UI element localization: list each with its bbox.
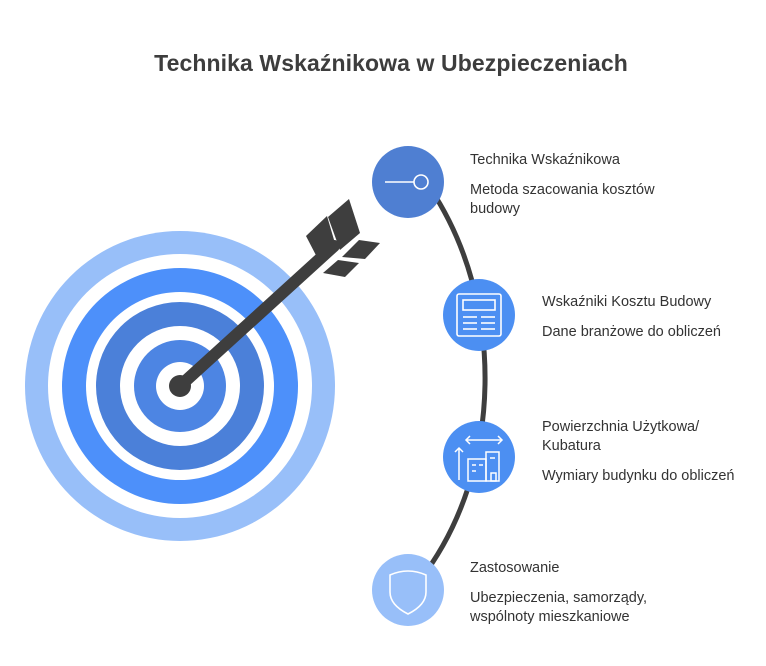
step-circle-3 bbox=[443, 421, 515, 493]
step-circle-4 bbox=[372, 554, 444, 626]
step-2-text: Wskaźniki Kosztu Budowy Dane branżowe do… bbox=[542, 293, 762, 342]
step-1-description: Metoda szacowania kosztów budowy bbox=[470, 182, 655, 217]
step-3-description: Wymiary budynku do obliczeń bbox=[542, 468, 735, 484]
building-measure-icon bbox=[454, 435, 504, 482]
step-3-text: Powierzchnia Użytkowa/ Kubatura Wymiary … bbox=[542, 418, 764, 486]
arrow-icon bbox=[169, 199, 380, 397]
document-icon bbox=[456, 293, 502, 337]
shield-icon bbox=[389, 570, 427, 615]
step-circle-2 bbox=[443, 279, 515, 351]
key-icon bbox=[385, 174, 429, 190]
step-2-heading: Wskaźniki Kosztu Budowy bbox=[542, 294, 712, 310]
step-2-description: Dane branżowe do obliczeń bbox=[542, 324, 721, 340]
step-3-heading: Powierzchnia Użytkowa/ Kubatura bbox=[542, 419, 700, 454]
step-4-text: Zastosowanie Ubezpieczenia, samorządy, w… bbox=[470, 559, 710, 627]
step-4-description: Ubezpieczenia, samorządy, wspólnoty mies… bbox=[470, 590, 648, 625]
step-circle-1 bbox=[372, 146, 444, 218]
step-1-heading: Technika Wskaźnikowa bbox=[470, 152, 620, 168]
step-1-text: Technika Wskaźnikowa Metoda szacowania k… bbox=[470, 151, 710, 219]
page-title: Technika Wskaźnikowa w Ubezpieczeniach bbox=[154, 50, 628, 76]
connector-arc bbox=[417, 185, 488, 583]
step-4-heading: Zastosowanie bbox=[470, 560, 560, 576]
